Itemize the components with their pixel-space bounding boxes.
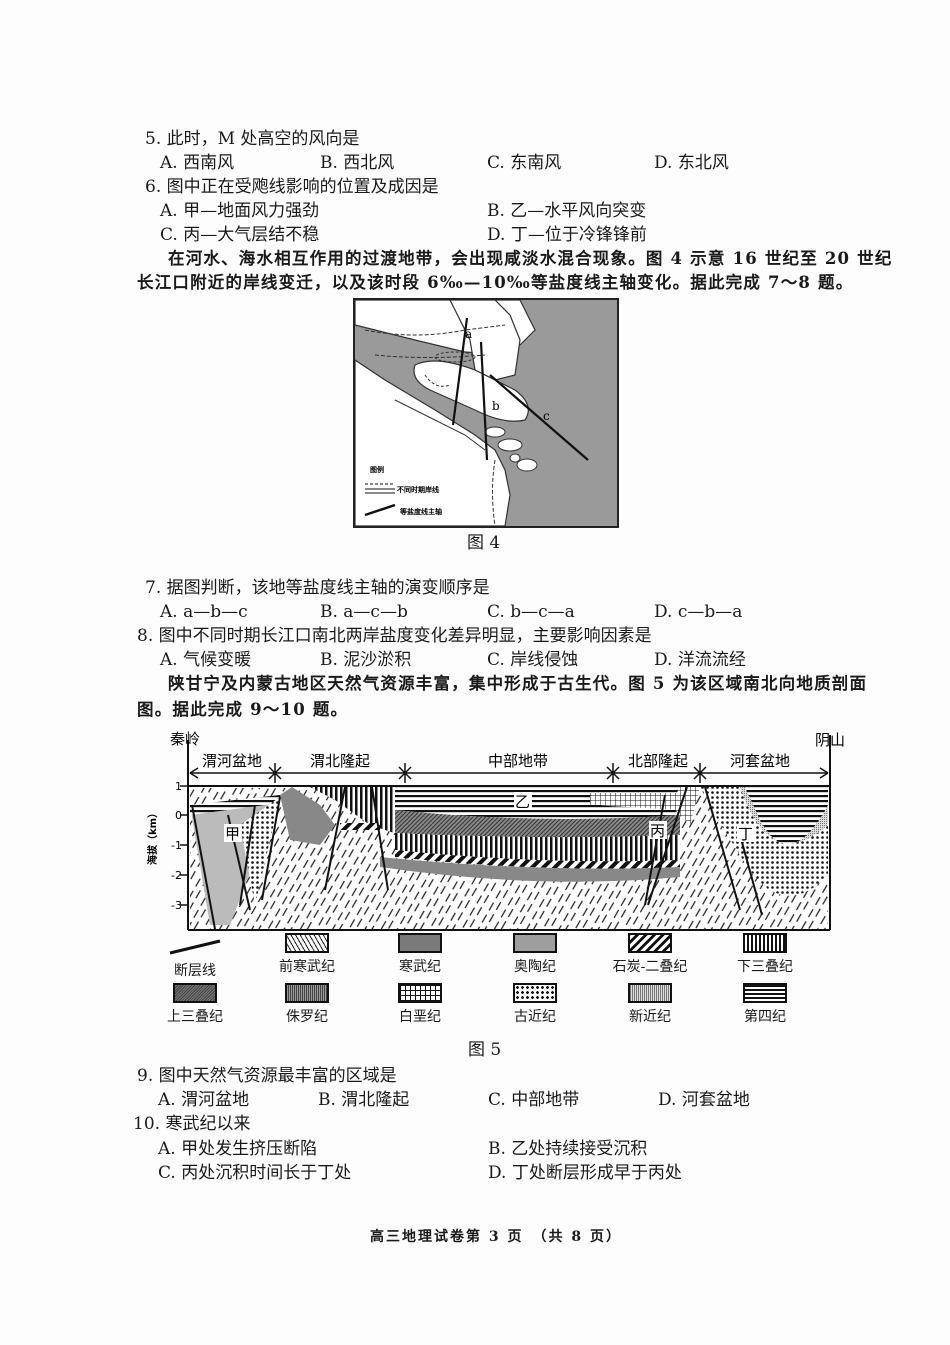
region-northern-uplift: 北部隆起 (628, 752, 688, 770)
q7-option-c[interactable]: C. b—c—a (487, 602, 575, 622)
fault-line-icon (169, 939, 221, 955)
intro-7-8-line1: 在河水、海水相互作用的过渡地带，会出现咸淡水混合现象。图 4 示意 16 世纪至… (168, 249, 893, 268)
intro-9-10-line1: 陕甘宁及内蒙古地区天然气资源丰富，集中形成于古生代。图 5 为该区域南北向地质剖… (168, 674, 868, 693)
q6-option-c[interactable]: C. 丙—大气层结不稳 (160, 225, 320, 245)
q6-option-d[interactable]: D. 丁—位于冷锋锋前 (487, 225, 647, 245)
q5-option-a[interactable]: A. 西南风 (160, 153, 235, 173)
region-weihe-basin: 渭河盆地 (202, 752, 262, 770)
q9-option-c[interactable]: C. 中部地带 (488, 1090, 580, 1110)
question-8-stem: 8. 图中不同时期长江口南北两岸盐度变化差异明显，主要影响因素是 (137, 626, 652, 646)
page-footer: 高三地理试卷第 3 页 （共 8 页） (370, 1229, 622, 1245)
legend-jurassic: 侏罗纪 (257, 983, 357, 1026)
q5-option-b[interactable]: B. 西北风 (320, 153, 395, 173)
legend-lower-triassic: 下三叠纪 (715, 933, 815, 976)
q9-option-d[interactable]: D. 河套盆地 (658, 1090, 750, 1110)
question-7-stem: 7. 据图判断，该地等盐度线主轴的演变顺序是 (145, 578, 490, 598)
q10-option-b[interactable]: B. 乙处持续接受沉积 (488, 1139, 648, 1159)
y-axis-label: 海拔（km） (146, 808, 159, 865)
label-yi: 乙 (515, 793, 530, 811)
legend-title: 图例 (370, 465, 384, 474)
q5-option-d[interactable]: D. 东北风 (654, 153, 729, 173)
q10-option-c[interactable]: C. 丙处沉积时间长于丁处 (158, 1163, 352, 1183)
geologic-profile-svg: 1 0 -1 -2 -3 海拔（km） 秦岭 阴山 渭河盆地 渭北隆起 中部地带… (146, 730, 845, 931)
intro-7-8-line2: 长江口附近的岸线变迁，以及该时段 6‰—10‰等盐度线主轴变化。据此完成 7～8… (137, 273, 854, 292)
q7-option-b[interactable]: B. a—c—b (320, 602, 408, 622)
q7-option-d[interactable]: D. c—b—a (654, 602, 743, 622)
figure-5-caption: 图 5 (468, 1040, 502, 1060)
q7-option-a[interactable]: A. a—b—c (160, 602, 248, 622)
legend-salinity-label: 等盐度线主轴 (399, 507, 442, 516)
label-ding: 丁 (738, 825, 753, 843)
y-tick-1: 1 (175, 780, 182, 793)
intro-9-10-line2: 图。据此完成 9～10 题。 (137, 700, 349, 719)
q10-option-a[interactable]: A. 甲处发生挤压断陷 (158, 1139, 318, 1159)
q6-option-a[interactable]: A. 甲—地面风力强劲 (160, 201, 320, 221)
region-hetao-basin: 河套盆地 (730, 752, 790, 770)
q8-option-d[interactable]: D. 洋流流经 (654, 650, 746, 670)
yangtze-estuary-map-svg: a b c 图例 不同时期岸线 等盐度线主轴 (355, 300, 589, 526)
label-jia: 甲 (225, 825, 240, 843)
legend-paleogene: 古近纪 (485, 983, 585, 1026)
axis-label-c: c (543, 409, 550, 423)
legend-carboniferous-permian: 石炭-二叠纪 (600, 933, 700, 976)
legend-cretaceous: 白垩纪 (370, 983, 470, 1026)
y-tick-neg1: -1 (171, 839, 182, 852)
label-bing: 丙 (650, 822, 665, 840)
legend-ordovician: 奥陶纪 (485, 933, 585, 976)
axis-label-a: a (465, 327, 472, 341)
y-tick-neg3: -3 (171, 899, 182, 912)
axis-label-b: b (492, 399, 500, 413)
q8-option-b[interactable]: B. 泥沙淤积 (320, 650, 412, 670)
figure-4-caption: 图 4 (467, 533, 501, 553)
region-central-zone: 中部地带 (488, 752, 548, 770)
q10-option-d[interactable]: D. 丁处断层形成早于丙处 (488, 1163, 682, 1183)
figure-4-map: a b c 图例 不同时期岸线 等盐度线主轴 (353, 298, 619, 528)
y-tick-0: 0 (175, 809, 182, 822)
question-10-stem: 10. 寒武纪以来 (133, 1114, 251, 1134)
question-5-stem: 5. 此时，M 处高空的风向是 (145, 129, 360, 149)
q8-option-c[interactable]: C. 岸线侵蚀 (487, 650, 579, 670)
question-6-stem: 6. 图中正在受飑线影响的位置及成因是 (145, 177, 439, 197)
figure-5-legend: 断层线 前寒武纪 寒武纪 奥陶纪 石炭-二叠纪 下三叠纪 上三叠纪 侏罗纪 白垩… (165, 933, 845, 1033)
legend-cambrian: 寒武纪 (370, 933, 470, 976)
legend-fault: 断层线 (145, 937, 245, 980)
figure-5-geologic-profile: 1 0 -1 -2 -3 海拔（km） 秦岭 阴山 渭河盆地 渭北隆起 中部地带… (140, 725, 860, 935)
q6-option-b[interactable]: B. 乙—水平风向突变 (487, 201, 647, 221)
region-weibei-uplift: 渭北隆起 (310, 752, 370, 770)
legend-upper-triassic: 上三叠纪 (145, 983, 245, 1026)
legend-shoreline-label: 不同时期岸线 (397, 485, 439, 494)
legend-neogene: 新近纪 (600, 983, 700, 1026)
question-9-stem: 9. 图中天然气资源最丰富的区域是 (137, 1066, 397, 1086)
q8-option-a[interactable]: A. 气候变暖 (160, 650, 252, 670)
legend-quaternary: 第四纪 (715, 983, 815, 1026)
q9-option-a[interactable]: A. 渭河盆地 (158, 1090, 250, 1110)
legend-precambrian: 前寒武纪 (257, 933, 357, 976)
q9-option-b[interactable]: B. 渭北隆起 (318, 1090, 410, 1110)
left-end-qinling: 秦岭 (170, 730, 200, 748)
y-tick-neg2: -2 (171, 869, 182, 882)
right-end-yinshan: 阴山 (815, 731, 845, 749)
q5-option-c[interactable]: C. 东南风 (487, 153, 562, 173)
